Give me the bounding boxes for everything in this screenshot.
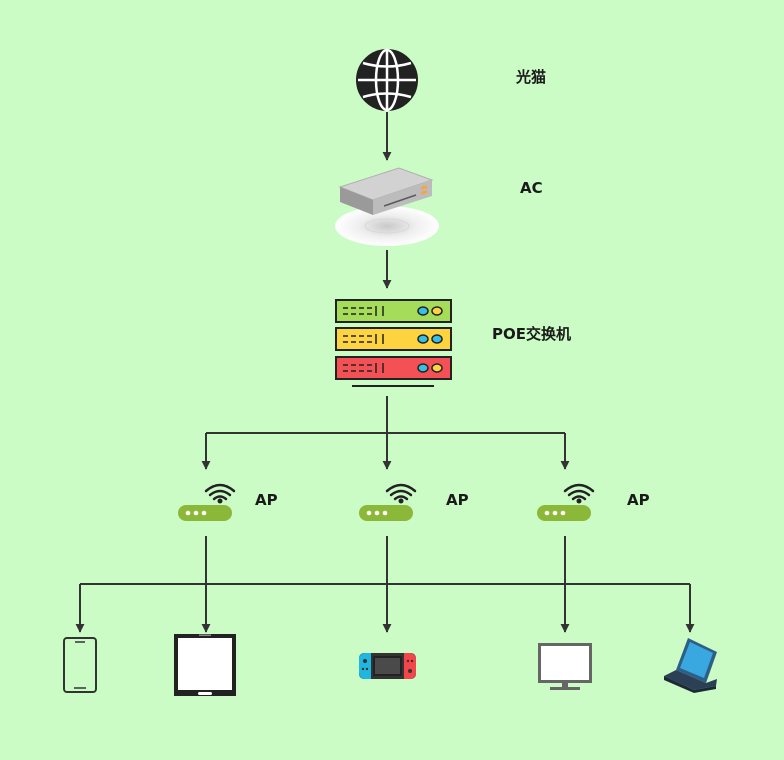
router-box-icon xyxy=(335,167,439,246)
wifi-ap-icon xyxy=(537,483,595,521)
server-rack-icon xyxy=(335,299,452,387)
monitor-icon xyxy=(538,643,592,690)
ac-label: AC xyxy=(520,179,543,197)
globe-icon xyxy=(356,48,418,112)
game-console-icon xyxy=(359,653,416,679)
wifi-ap-icon xyxy=(359,483,417,521)
wifi-ap-icon xyxy=(178,483,236,521)
smartphone-icon xyxy=(63,637,97,693)
laptop-icon xyxy=(664,638,717,693)
ap-label-3: AP xyxy=(627,491,650,509)
ap-label-2: AP xyxy=(446,491,469,509)
tablet-icon xyxy=(174,634,236,696)
ap-label-1: AP xyxy=(255,491,278,509)
modem-label: 光猫 xyxy=(516,68,547,86)
poe-switch-label: POE交换机 xyxy=(492,325,571,343)
connectors xyxy=(75,112,695,633)
